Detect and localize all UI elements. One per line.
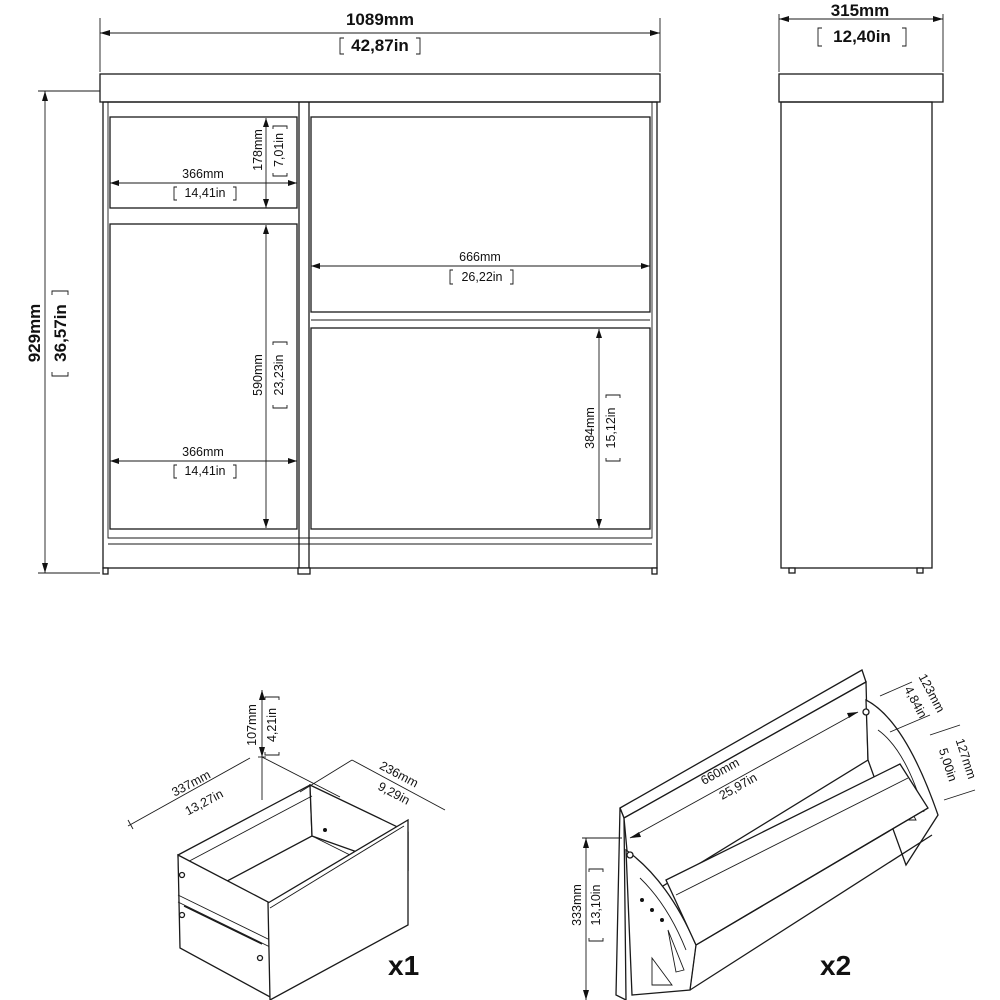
flap-width-mm: 666mm (459, 250, 501, 264)
shoe-compartment-illustration: 660mm 25,97in 333mm 13,10in 123mm 4,84in… (570, 669, 979, 1000)
leg-right (651, 567, 658, 575)
left-door-height-mm: 590mm (251, 354, 265, 396)
front-height-mm: 929mm (25, 304, 44, 363)
lower-flap (310, 327, 651, 530)
side-leg-back (916, 567, 924, 574)
top-drawer-height-in: 7,01in (272, 133, 286, 167)
front-width-in: 42,87in (351, 36, 409, 55)
side-depth-in: 12,40in (833, 27, 891, 46)
flap-width-in: 26,22in (461, 270, 502, 284)
top-drawer-height-mm: 178mm (251, 129, 265, 171)
side-panel (780, 101, 933, 569)
drawer-front-panel (267, 818, 409, 1000)
front-width-mm: 1089mm (346, 10, 414, 29)
shoe-front-panel-edge (615, 807, 627, 1000)
left-door (109, 223, 298, 530)
leg-left (102, 567, 109, 575)
front-height-in: 36,57in (51, 304, 70, 362)
drawer-quantity: x1 (388, 950, 419, 981)
top-board (99, 73, 661, 103)
side-top-board (778, 73, 944, 103)
leg-middle (297, 567, 311, 575)
drawer-illustration: 107mm 4,21in 337mm 13,27in 236mm 9,29in … (127, 690, 446, 1000)
flap-height-mm: 384mm (583, 407, 597, 449)
shoe-depth-bottom-in: 5,00in (936, 746, 960, 783)
front-view: 1089mm 42,87in 929mm 36,57in 366mm 14,41… (25, 10, 661, 575)
left-door-height-in: 23,23in (272, 354, 286, 395)
side-leg-front (788, 567, 796, 574)
side-view: 315mm 12,40in (778, 1, 944, 574)
drawer-height-in: 4,21in (265, 708, 279, 742)
top-drawer-width-mm: 366mm (182, 167, 224, 181)
shoe-height-mm: 333mm (570, 884, 584, 926)
top-drawer-front (109, 116, 298, 209)
left-door-width-in: 14,41in (184, 464, 225, 478)
side-depth-mm: 315mm (831, 1, 890, 20)
shoe-quantity: x2 (820, 950, 851, 981)
flap-height-in: 15,12in (604, 407, 618, 448)
left-door-width-mm: 366mm (182, 445, 224, 459)
top-drawer-width-in: 14,41in (184, 186, 225, 200)
shoe-height-in: 13,10in (589, 884, 603, 925)
drawer-height-mm: 107mm (245, 704, 259, 746)
upper-flap (310, 116, 651, 313)
